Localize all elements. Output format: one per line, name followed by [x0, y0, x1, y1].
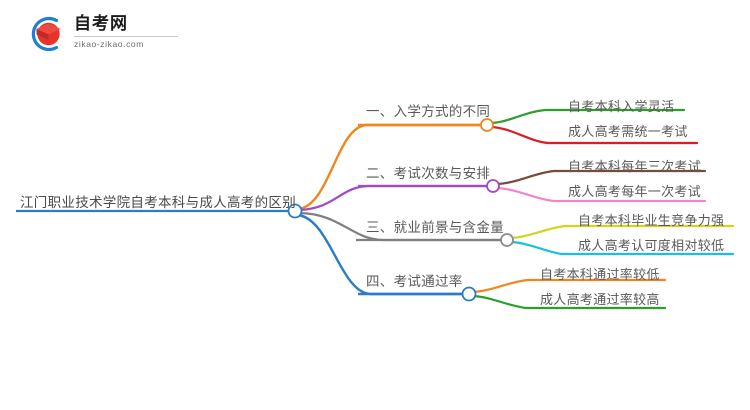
branch-4-node-circle[interactable]	[461, 286, 477, 302]
branch-label-3[interactable]: 三、就业前景与含金量	[366, 220, 504, 235]
logo-text: 自考网 zikao-zikao.com	[74, 14, 178, 49]
leaf-label-3-2[interactable]: 成人高考认可度相对较低	[578, 238, 725, 253]
logo-subtitle: zikao-zikao.com	[74, 39, 144, 49]
connector-branch-1-leaf-1	[489, 108, 686, 125]
connector-branch-2-leaf-2	[495, 186, 707, 203]
branch-label-4[interactable]: 四、考试通过率	[366, 274, 463, 289]
branch-3-node-circle[interactable]	[500, 233, 514, 247]
branch-1-node-circle[interactable]	[480, 118, 494, 132]
connector-branch-3-leaf-2	[509, 240, 735, 256]
connector-branch-2-leaf-1	[495, 169, 707, 186]
logo-title: 自考网	[74, 14, 128, 33]
leaf-label-2-2[interactable]: 成人高考每年一次考试	[568, 184, 702, 199]
logo-divider	[74, 36, 178, 37]
site-logo: 自考网 zikao-zikao.com	[22, 10, 182, 58]
connector-root-branch-2	[298, 184, 492, 212]
connector-branch-4-leaf-2	[471, 294, 667, 310]
leaf-label-1-1[interactable]: 自考本科入学灵活	[568, 99, 675, 114]
leaf-label-2-1[interactable]: 自考本科每年三次考试	[568, 159, 702, 174]
leaf-label-4-2[interactable]: 成人高考通过率较高	[540, 292, 660, 307]
leaf-label-3-1[interactable]: 自考本科毕业生竞争力强	[578, 213, 725, 228]
leaf-label-1-2[interactable]: 成人高考需统一考试	[568, 124, 688, 139]
root-node-circle[interactable]	[287, 203, 303, 219]
graduation-cap-logo-icon	[26, 13, 68, 55]
connector-branch-3-leaf-1	[509, 224, 735, 240]
branch-label-1[interactable]: 一、入学方式的不同	[366, 104, 491, 119]
branch-2-node-circle[interactable]	[486, 179, 500, 193]
root-topic-label[interactable]: 江门职业技术学院自考本科与成人高考的区别	[20, 195, 296, 210]
branch-label-2[interactable]: 二、考试次数与安排	[366, 166, 491, 181]
leaf-label-4-1[interactable]: 自考本科通过率较低	[540, 267, 660, 282]
connector-branch-1-leaf-2	[489, 125, 699, 145]
connector-branch-4-leaf-1	[471, 278, 667, 294]
